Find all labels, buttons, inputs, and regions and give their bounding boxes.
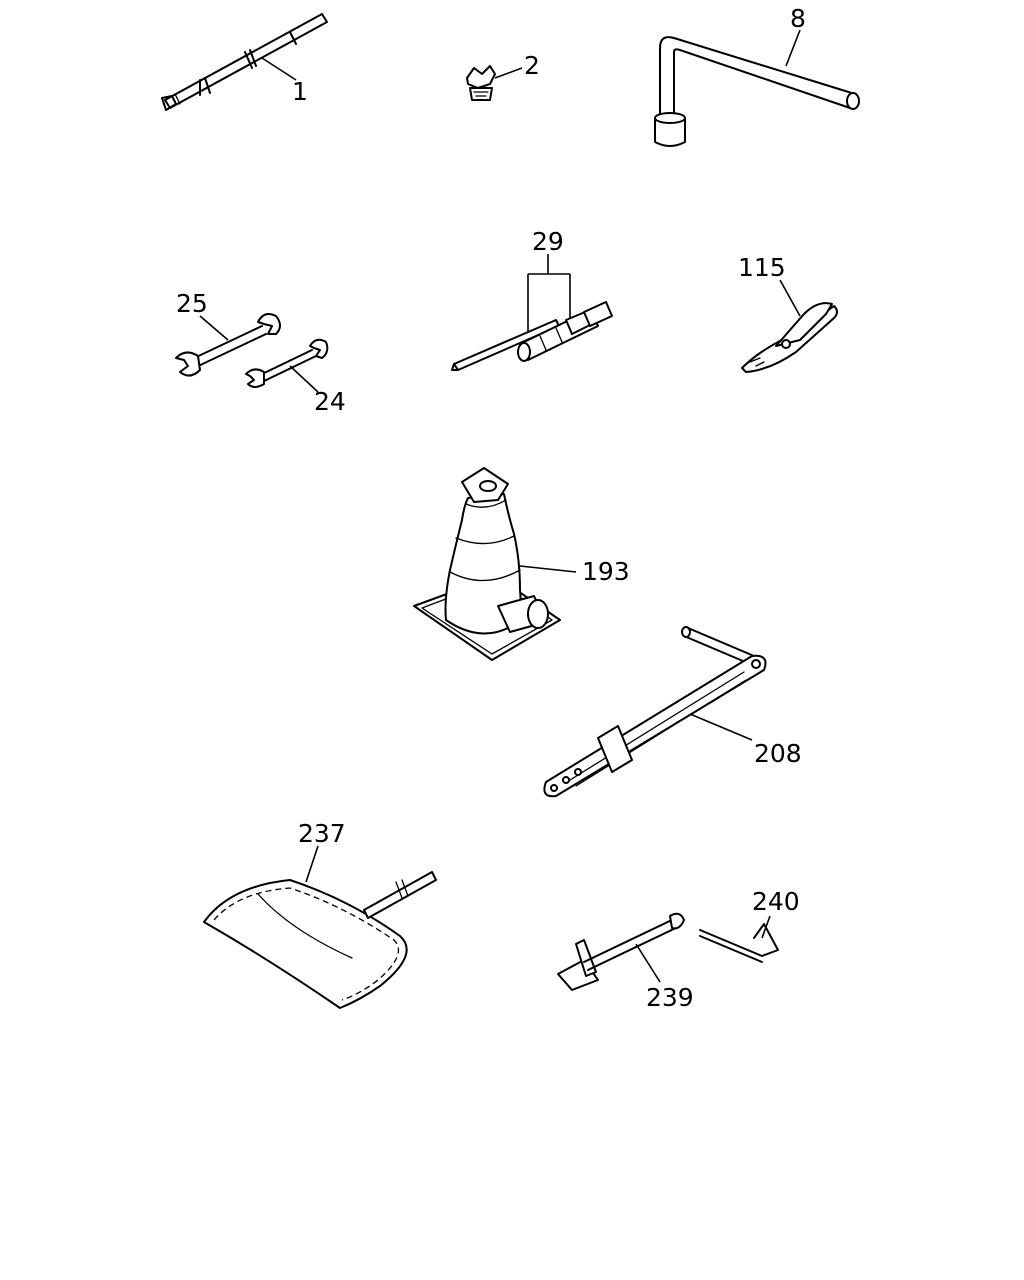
handle-extension-part bbox=[557, 912, 685, 991]
crank-rod-part bbox=[699, 923, 779, 963]
leader-bracket-29 bbox=[527, 254, 571, 332]
clip-part bbox=[466, 65, 496, 101]
leader-line-239 bbox=[635, 943, 661, 983]
leader-line-193 bbox=[519, 565, 577, 573]
callout-24: 24 bbox=[314, 387, 346, 416]
wrench-small-part bbox=[245, 338, 329, 388]
leader-line-24 bbox=[289, 365, 319, 393]
callout-8: 8 bbox=[790, 4, 806, 33]
pliers-part bbox=[741, 302, 838, 373]
leader-line-25 bbox=[199, 315, 229, 341]
leader-line-115 bbox=[779, 279, 801, 317]
callout-208: 208 bbox=[754, 739, 802, 768]
leader-line-237 bbox=[305, 845, 319, 883]
wrench-large-part bbox=[175, 313, 281, 377]
screwdriver-set-part bbox=[451, 301, 613, 371]
wheel-brace-part bbox=[654, 36, 860, 147]
callout-240: 240 bbox=[752, 887, 800, 916]
callout-2: 2 bbox=[524, 51, 540, 80]
callout-29: 29 bbox=[532, 227, 564, 256]
callout-1: 1 bbox=[292, 77, 308, 106]
callout-239: 239 bbox=[646, 983, 694, 1012]
callout-115: 115 bbox=[738, 253, 786, 282]
callout-237: 237 bbox=[298, 819, 346, 848]
leader-line-240 bbox=[761, 915, 771, 939]
jack-lever-part bbox=[543, 626, 767, 798]
tool-bag-part bbox=[203, 871, 437, 1009]
callout-25: 25 bbox=[176, 289, 208, 318]
leader-line-8 bbox=[785, 29, 801, 67]
leader-line-208 bbox=[689, 713, 753, 741]
leader-line-1 bbox=[261, 57, 297, 81]
tool-rod-part bbox=[161, 13, 328, 111]
callout-193: 193 bbox=[582, 557, 630, 586]
leader-line-2 bbox=[494, 67, 523, 79]
bottle-jack-part bbox=[413, 467, 561, 661]
